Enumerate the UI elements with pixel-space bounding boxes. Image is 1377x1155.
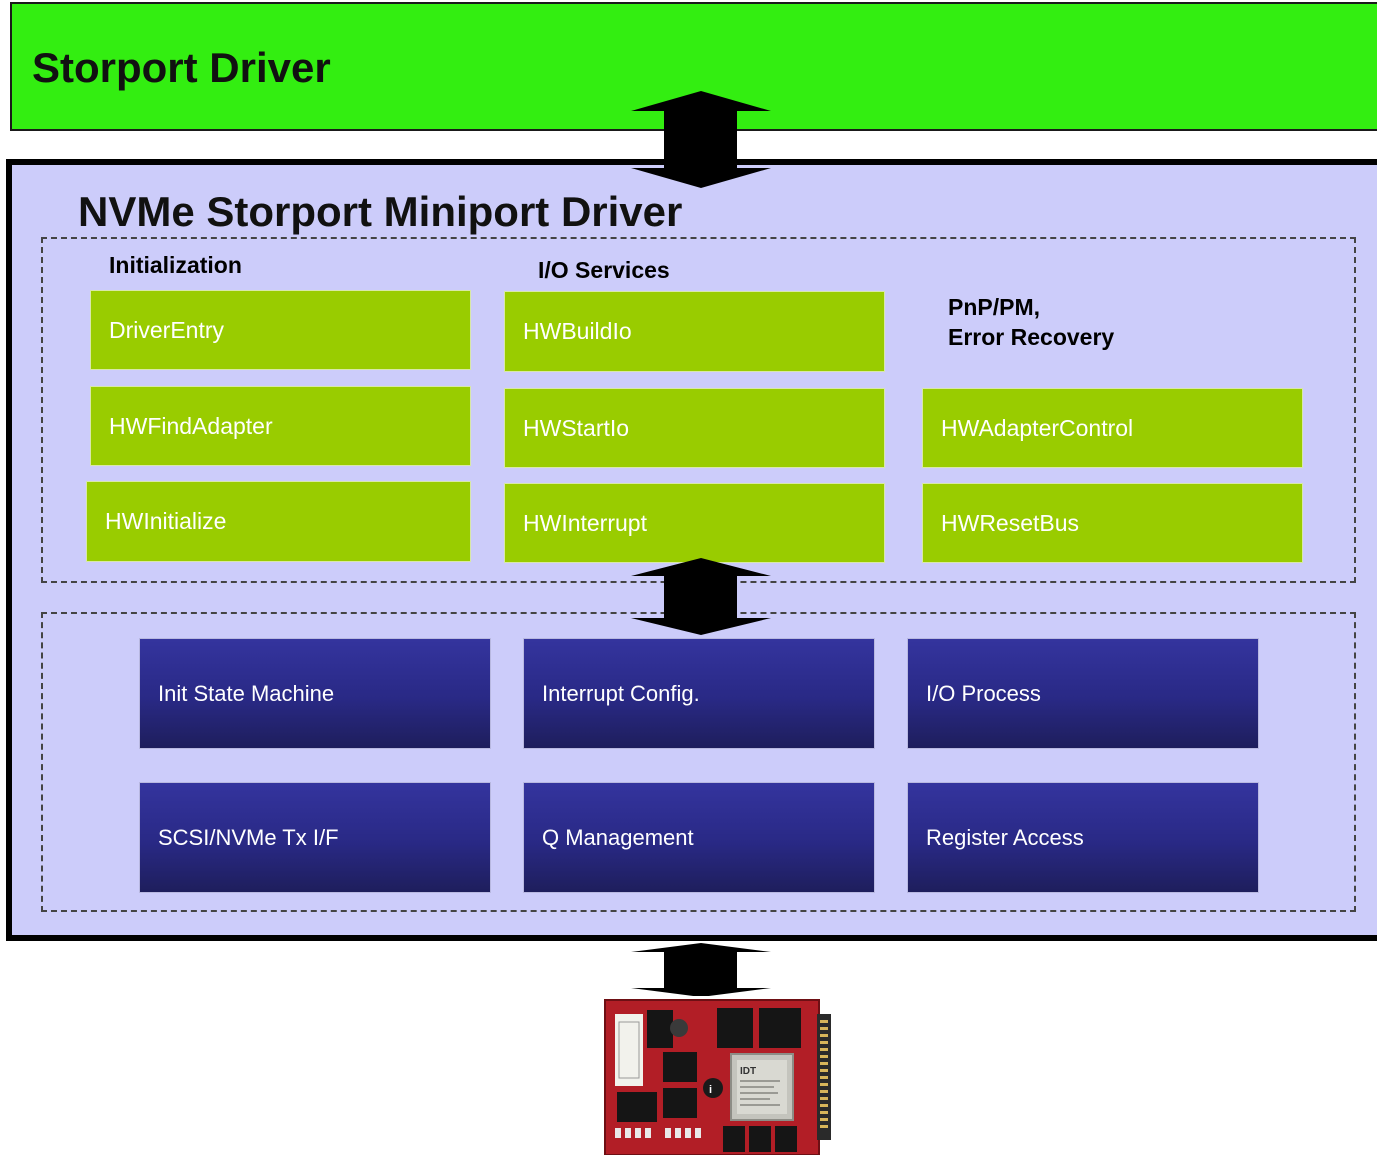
column-heading-io-services: I/O Services [538,257,670,283]
function-box-hwbuildio: HWBuildIo [504,291,885,372]
column-heading-pnp-pm: PnP/PM, [948,294,1041,320]
double-arrow-icon [631,943,771,997]
column-heading-initialization: Initialization [109,252,242,278]
nvme-ssd-board-image: i IDT [599,996,835,1155]
module-box-register-access: Register Access [907,782,1259,893]
function-box-hwadaptercontrol: HWAdapterControl [922,388,1303,468]
module-box-init-state-machine: Init State Machine [139,638,491,749]
board-logo-text: IDT [740,1066,756,1077]
function-box-driverentry: DriverEntry [90,290,471,370]
function-box-hwstartio: HWStartIo [504,388,885,468]
module-box-interrupt-config: Interrupt Config. [523,638,875,749]
svg-text:i: i [709,1084,712,1096]
function-box-hwfindadapter: HWFindAdapter [90,386,471,466]
miniport-driver-title: NVMe Storport Miniport Driver [78,188,683,235]
double-arrow-icon [631,91,771,188]
double-arrow-icon [631,558,771,635]
function-box-hwinterrupt: HWInterrupt [504,483,885,563]
storport-driver-title: Storport Driver [32,44,331,91]
column-heading-error-recovery: Error Recovery [948,324,1115,350]
module-box-q-management: Q Management [523,782,875,893]
module-box-io-process: I/O Process [907,638,1259,749]
module-box-scsi-nvme-tx: SCSI/NVMe Tx I/F [139,782,491,893]
function-box-hwinitialize: HWInitialize [86,481,471,562]
function-box-hwresetbus: HWResetBus [922,483,1303,563]
